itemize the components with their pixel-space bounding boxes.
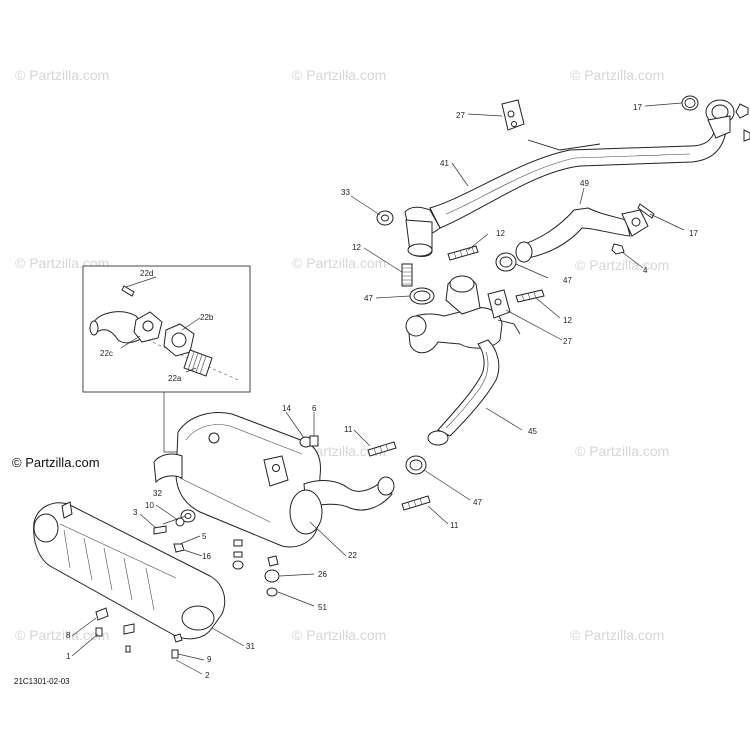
detail-inset: 22d 22b 22c 22a — [82, 265, 251, 453]
callout-47: 47 — [563, 276, 572, 285]
spring-11-bottom — [401, 495, 431, 511]
callout-16: 16 — [202, 552, 211, 561]
callout-3: 3 — [133, 508, 138, 517]
callout-labels: 27 17 41 33 49 17 12 12 47 47 4 12 27 45… — [66, 103, 698, 680]
watermark: © Partzilla.com — [570, 67, 664, 83]
gasket-22b — [163, 323, 195, 357]
spring-12-mid — [447, 245, 479, 261]
brand-label: © Partzilla.com — [12, 455, 100, 470]
callout-45: 45 — [528, 427, 537, 436]
leader-lines — [71, 102, 685, 675]
callout-41: 41 — [440, 159, 449, 168]
callout-27: 27 — [456, 111, 465, 120]
flange-plate — [133, 311, 163, 343]
gasket-47-top — [495, 252, 517, 272]
watermark: © Partzilla.com — [292, 67, 386, 83]
callout-8: 8 — [66, 631, 71, 640]
spring-11-top — [367, 441, 397, 457]
hardware-bottom-left — [95, 607, 183, 659]
callout-12: 12 — [496, 229, 505, 238]
y-pipe-45 — [405, 275, 521, 446]
gasket-47-bottom — [405, 455, 427, 475]
callout-22c: 22c — [100, 349, 113, 358]
callout-47: 47 — [473, 498, 482, 507]
heat-shield-31 — [33, 501, 226, 640]
spring-12-right — [515, 289, 545, 303]
callout-14: 14 — [282, 404, 291, 413]
ring-17-top — [681, 95, 699, 111]
callout-9: 9 — [207, 655, 212, 664]
watermark: © Partzilla.com — [575, 257, 669, 273]
spring-12-left — [401, 263, 413, 287]
callout-5: 5 — [202, 532, 207, 541]
stud-22d — [121, 285, 135, 297]
callout-49: 49 — [580, 179, 589, 188]
callout-2: 2 — [205, 671, 210, 680]
watermark: © Partzilla.com — [15, 67, 109, 83]
callout-17: 17 — [689, 229, 698, 238]
callout-10: 10 — [145, 501, 154, 510]
callout-26: 26 — [318, 570, 327, 579]
stud-17-right — [637, 203, 655, 219]
callout-51: 51 — [318, 603, 327, 612]
callout-22: 22 — [348, 551, 357, 560]
callout-22b: 22b — [200, 313, 214, 322]
callout-11: 11 — [450, 521, 459, 530]
muffler-22 — [153, 412, 395, 548]
gasket-47-left — [409, 287, 435, 305]
watermark: © Partzilla.com — [15, 627, 109, 643]
hardware-26-51 — [264, 555, 280, 597]
callout-1: 1 — [66, 652, 71, 661]
front-pipe-41 — [404, 99, 735, 257]
callout-47: 47 — [364, 294, 373, 303]
watermark: © Partzilla.com — [570, 627, 664, 643]
nuts-top-right — [735, 103, 750, 142]
bolt-6 — [309, 435, 319, 447]
callout-12: 12 — [352, 243, 361, 252]
callout-22a: 22a — [168, 374, 182, 383]
callout-31: 31 — [246, 642, 255, 651]
callout-17: 17 — [633, 103, 642, 112]
hardware-left-stack — [153, 509, 196, 553]
sleeve-22a — [183, 349, 213, 377]
watermark: © Partzilla.com — [575, 443, 669, 459]
callout-32: 32 — [153, 489, 162, 498]
callout-11: 11 — [344, 425, 353, 434]
washer-33 — [376, 210, 394, 226]
callout-22d: 22d — [140, 269, 153, 278]
watermark: © Partzilla.com — [292, 627, 386, 643]
nut-4 — [611, 243, 625, 255]
pipe-49 — [515, 207, 649, 263]
callout-27: 27 — [563, 337, 572, 346]
hardware-center-stack — [232, 539, 244, 570]
callout-12: 12 — [563, 316, 572, 325]
callout-4: 4 — [643, 266, 648, 275]
callout-6: 6 — [312, 404, 317, 413]
callout-33: 33 — [341, 188, 350, 197]
watermark: © Partzilla.com — [292, 255, 386, 271]
rubber-hanger-27-top — [501, 99, 525, 131]
diagram-code: 21C1301-02-03 — [14, 677, 70, 686]
